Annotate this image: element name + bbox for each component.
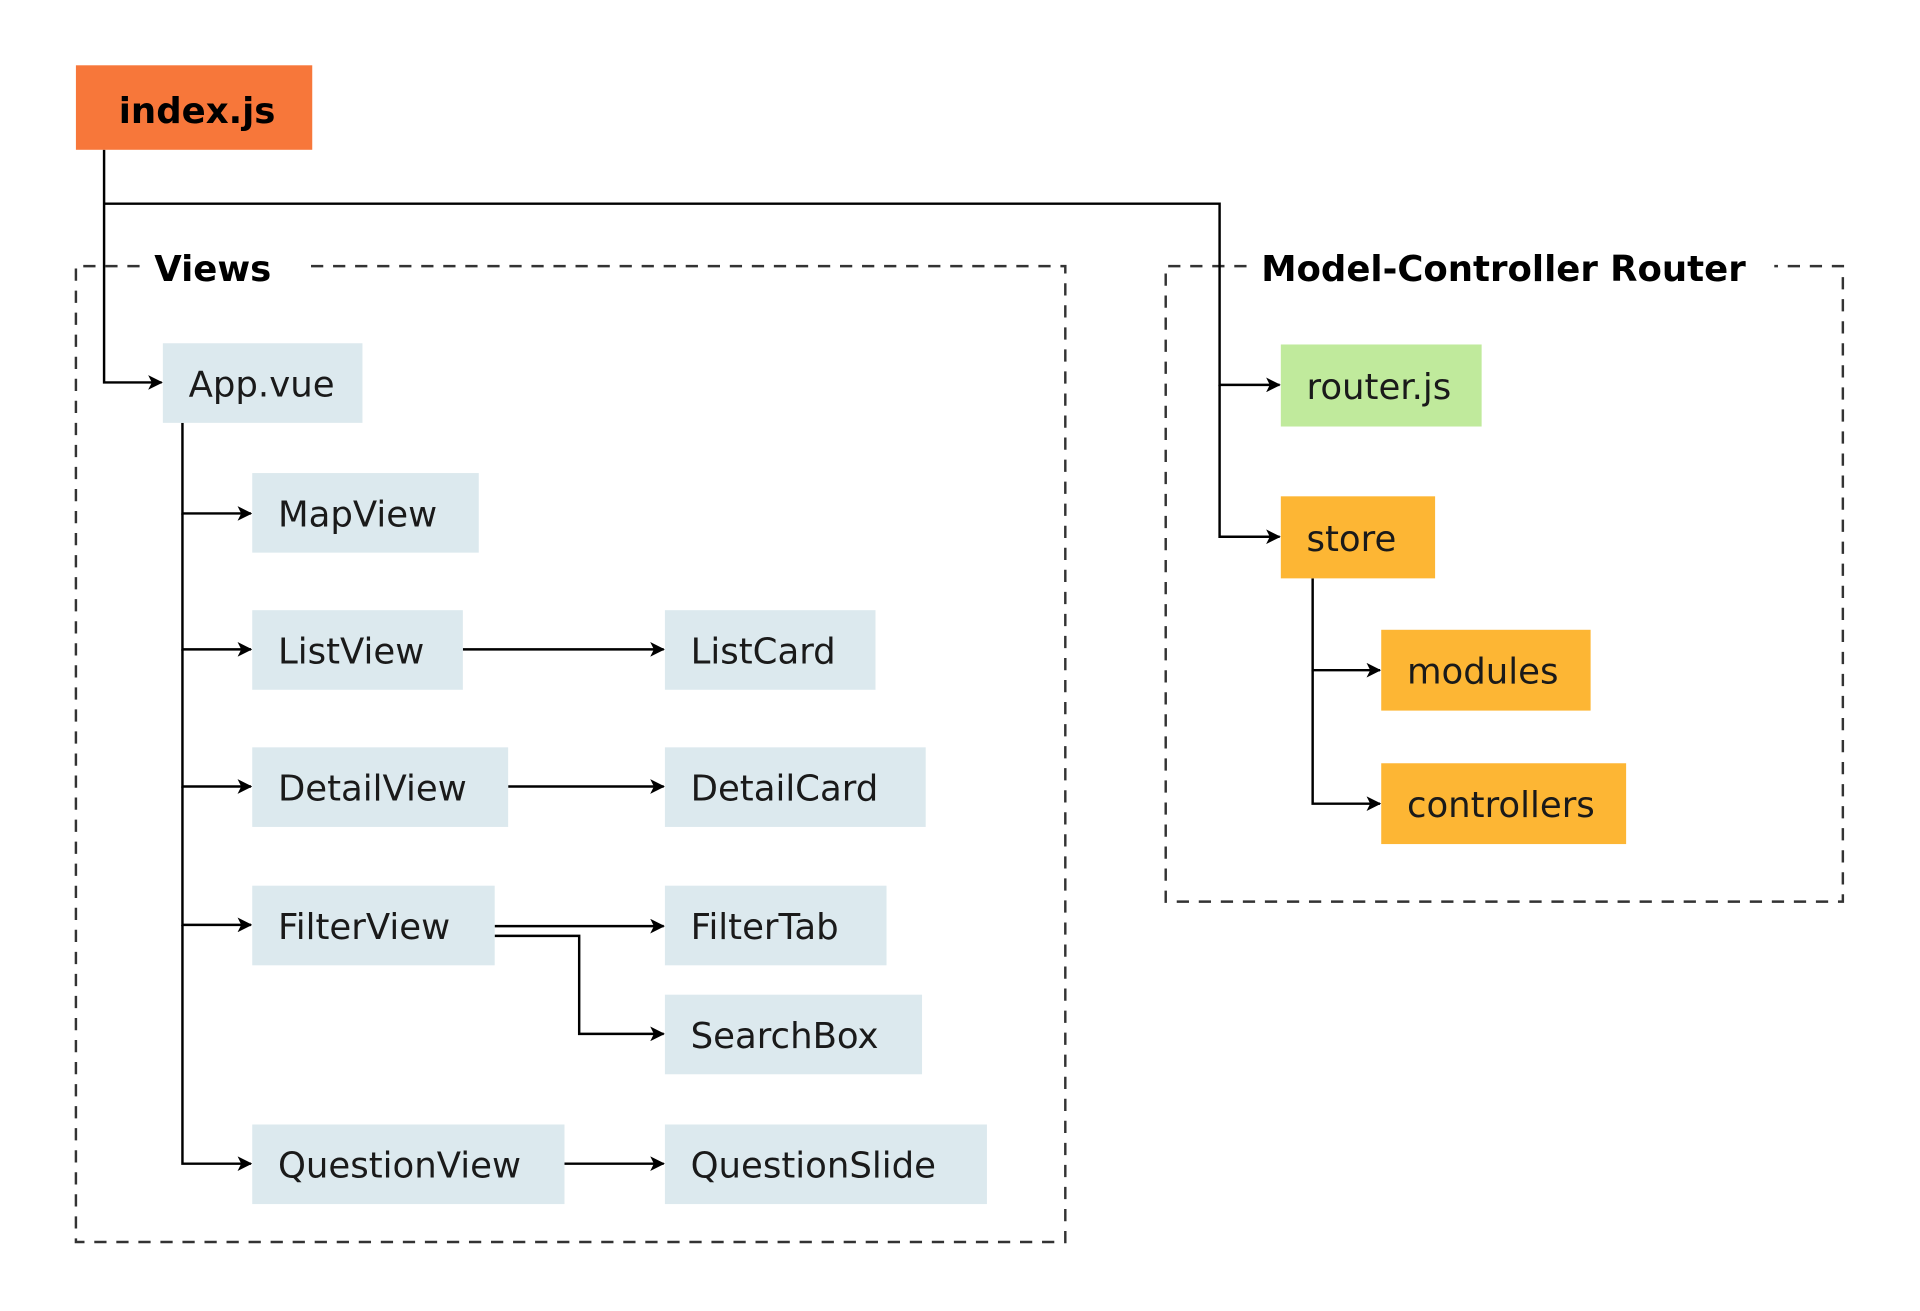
views-group-border (74, 264, 1067, 1244)
node-label: index.js (119, 91, 276, 132)
node-controllers[interactable]: controllers (1381, 763, 1627, 845)
node-router[interactable]: router.js (1280, 344, 1482, 427)
node-label: DetailCard (691, 769, 879, 810)
node-label: ListCard (691, 631, 836, 672)
edge-app-to-questionview (181, 924, 253, 1172)
model-controller-group: Model-Controller Router (1164, 249, 1845, 903)
node-label: router.js (1307, 367, 1452, 408)
edge-store-to-modules (1311, 578, 1382, 678)
node-label: MapView (278, 494, 437, 535)
node-index-js[interactable]: index.js (75, 65, 313, 150)
edge-store-to-controllers (1311, 670, 1382, 812)
edge-app-to-mapview (181, 422, 253, 521)
views-group: Views (74, 249, 1067, 1244)
edge-filterview-to-searchbox (494, 934, 665, 1042)
node-label: App.vue (189, 365, 335, 406)
node-label: QuestionSlide (691, 1146, 936, 1187)
edge-entry-to-app (102, 149, 163, 390)
node-app[interactable]: App.vue (162, 343, 363, 423)
node-store[interactable]: store (1280, 496, 1436, 579)
node-label: store (1307, 519, 1397, 560)
node-filterview[interactable]: FilterView (252, 885, 495, 966)
node-detailcard[interactable]: DetailCard (664, 747, 926, 827)
node-label: FilterView (278, 907, 450, 948)
node-listcard[interactable]: ListCard (664, 610, 876, 690)
edge-entry-to-store (1218, 384, 1281, 545)
model-controller-group-border (1164, 264, 1845, 903)
node-label: controllers (1407, 785, 1595, 826)
node-label: FilterTab (691, 907, 839, 948)
node-questionslide[interactable]: QuestionSlide (664, 1124, 987, 1205)
node-questionview[interactable]: QuestionView (252, 1124, 565, 1205)
edge-app-to-detailview (181, 649, 253, 794)
node-label: ListView (278, 631, 424, 672)
node-label: SearchBox (691, 1016, 879, 1057)
views-group-title: Views (154, 249, 271, 290)
node-label: DetailView (278, 769, 467, 810)
node-mapview[interactable]: MapView (252, 473, 479, 553)
node-label: modules (1407, 652, 1559, 693)
edge-app-to-filterview (181, 786, 253, 933)
edge-entry-to-router (104, 202, 1281, 393)
model-controller-group-title: Model-Controller Router (1261, 249, 1746, 290)
node-listview[interactable]: ListView (252, 610, 463, 690)
edge-app-to-listview (181, 513, 253, 657)
node-modules[interactable]: modules (1381, 629, 1591, 711)
node-label: QuestionView (278, 1146, 521, 1187)
node-searchbox[interactable]: SearchBox (664, 994, 923, 1075)
node-detailview[interactable]: DetailView (252, 747, 509, 827)
node-filtertab[interactable]: FilterTab (664, 885, 887, 966)
